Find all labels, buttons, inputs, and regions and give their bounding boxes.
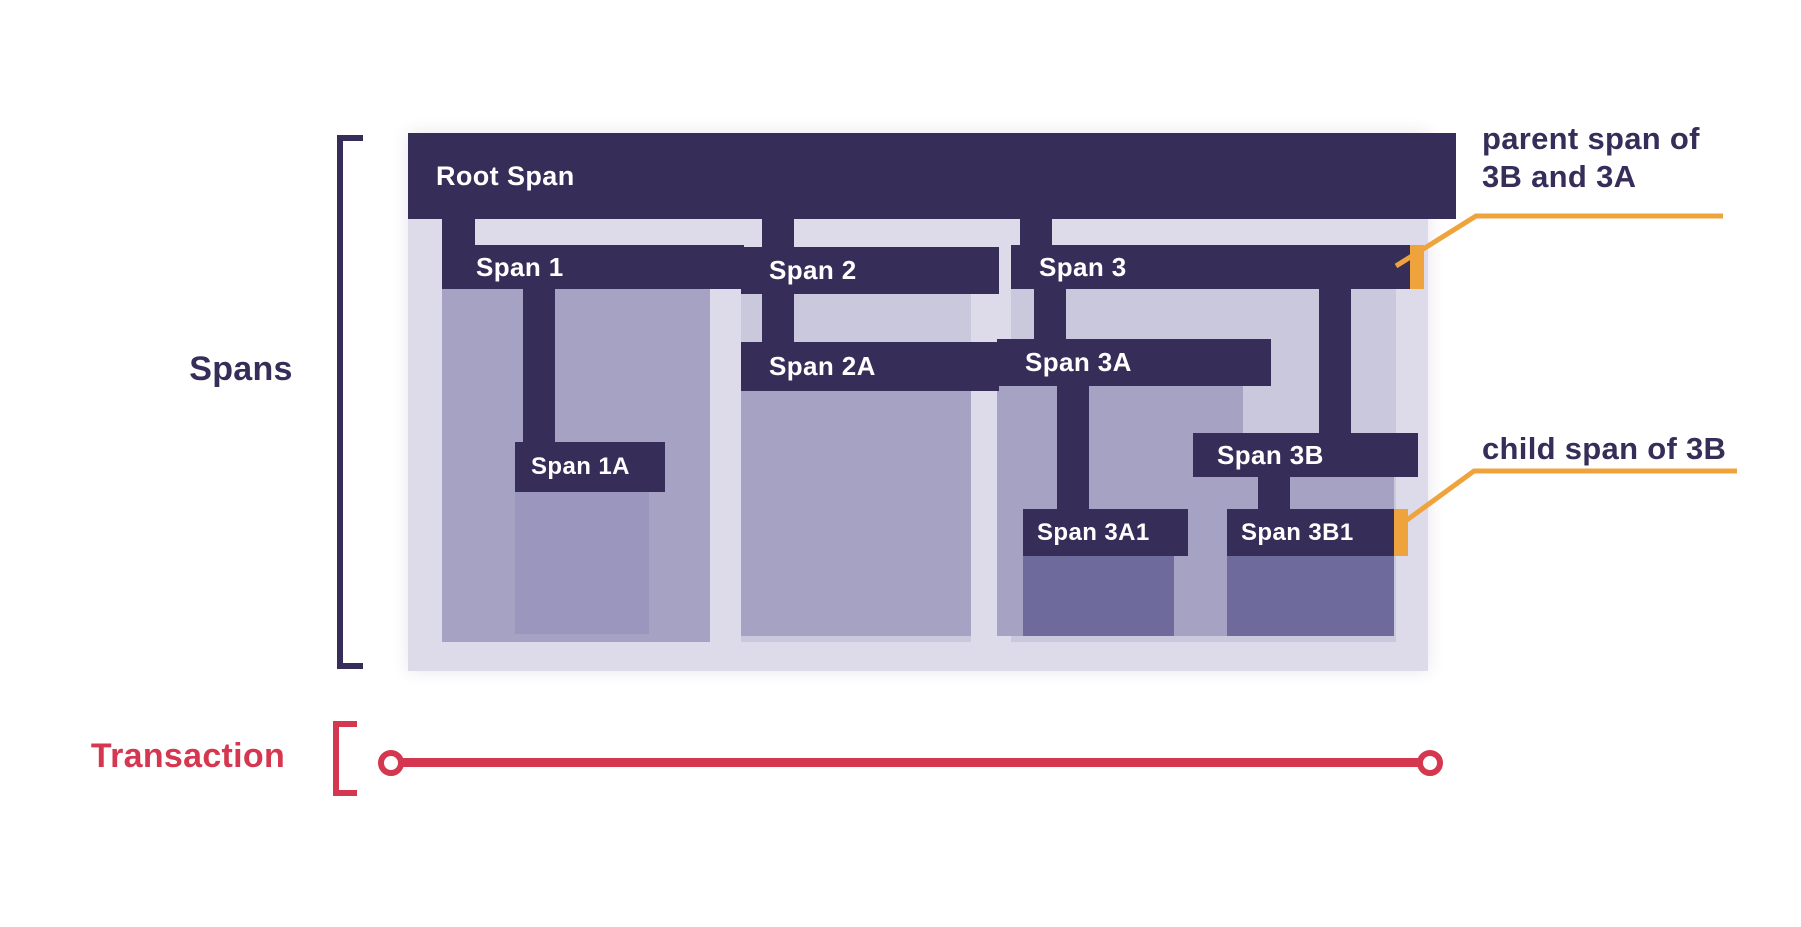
span3a1-bar: Span 3A1 xyxy=(1023,509,1188,556)
span3-parent-marker xyxy=(1410,245,1424,289)
span3a-label: Span 3A xyxy=(1025,347,1132,377)
span3b-bar: Span 3B xyxy=(1193,433,1418,477)
span1a-label: Span 1A xyxy=(531,453,630,480)
span3a1-extent xyxy=(1023,556,1174,636)
transaction-label: Transaction xyxy=(90,737,286,775)
root-span-bar: Root Span xyxy=(408,133,1456,219)
span2a-extent xyxy=(741,391,971,636)
span3-bar: Span 3 xyxy=(1011,245,1424,289)
spans-bracket xyxy=(337,135,363,669)
span3-label: Span 3 xyxy=(1039,251,1127,282)
span1-label: Span 1 xyxy=(476,251,564,282)
transaction-start-endpoint xyxy=(378,750,404,776)
span3-connector xyxy=(1020,219,1052,245)
span3b-connector xyxy=(1319,289,1351,433)
span1-connector xyxy=(442,219,475,245)
span1a-connector xyxy=(523,289,555,442)
span3b1-extent xyxy=(1227,556,1394,636)
span2a-label: Span 2A xyxy=(769,351,876,381)
parent-span-annotation-line2: 3B and 3A xyxy=(1482,159,1637,194)
span3b1-child-marker xyxy=(1394,509,1408,556)
span1a-extent xyxy=(515,492,649,634)
parent-span-annotation: parent span of 3B and 3A xyxy=(1482,120,1700,196)
parent-annotation-line xyxy=(1394,213,1723,269)
transaction-end-endpoint xyxy=(1417,750,1443,776)
child-span-annotation: child span of 3B xyxy=(1482,431,1727,466)
span2a-connector xyxy=(762,294,794,342)
span1-bar: Span 1 xyxy=(442,245,744,289)
span3a1-connector xyxy=(1057,386,1089,509)
parent-span-annotation-line1: parent span of xyxy=(1482,121,1700,156)
root-span-label: Root Span xyxy=(436,160,575,191)
span2-bar: Span 2 xyxy=(741,247,999,294)
span3b1-connector xyxy=(1258,477,1290,509)
span2-label: Span 2 xyxy=(769,255,857,285)
span2-connector xyxy=(762,219,794,247)
span3b1-label: Span 3B1 xyxy=(1241,518,1354,546)
spans-label: Spans xyxy=(189,350,293,388)
span1a-bar: Span 1A xyxy=(515,442,665,492)
transaction-bracket xyxy=(333,721,357,796)
transaction-line xyxy=(391,758,1430,767)
span3b-label: Span 3B xyxy=(1217,439,1324,470)
span2a-bar: Span 2A xyxy=(741,342,999,391)
span3a-connector xyxy=(1034,289,1066,339)
span3a1-label: Span 3A1 xyxy=(1037,518,1150,546)
span3a-bar: Span 3A xyxy=(997,339,1271,386)
span3b1-bar: Span 3B1 xyxy=(1227,509,1408,556)
child-annotation-line xyxy=(1394,468,1737,531)
trace-panel: Root Span Span 1 Span 1A Span 2 Span 2A … xyxy=(408,133,1456,671)
